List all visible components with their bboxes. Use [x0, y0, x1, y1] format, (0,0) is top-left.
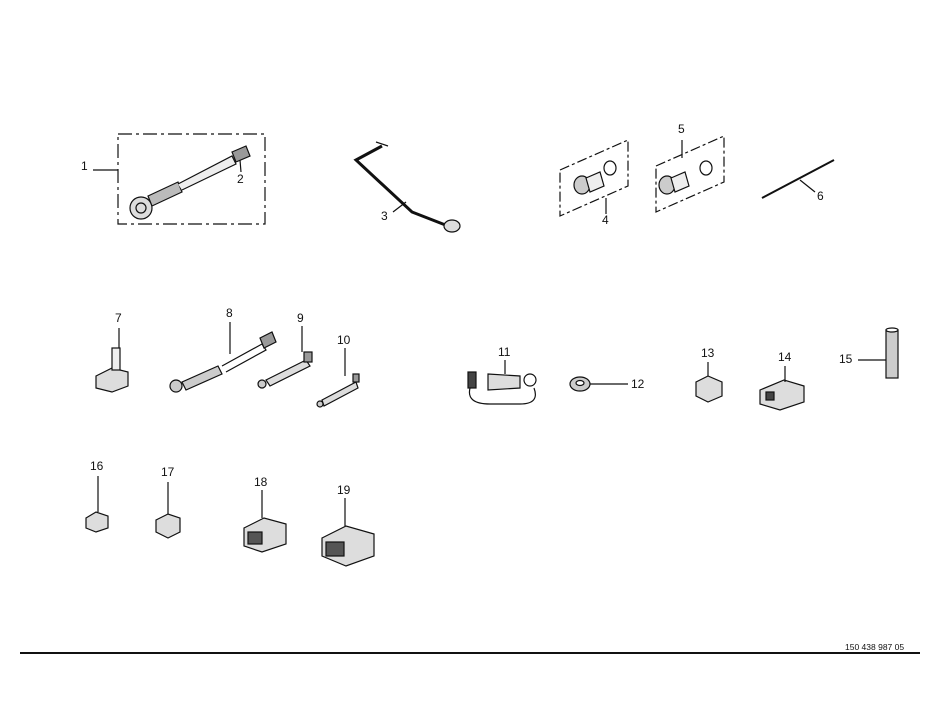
document-number: 150 438 987 05: [845, 642, 905, 652]
callout-14: 14: [778, 350, 792, 364]
part-13-plug: [695, 362, 723, 403]
callout-5: 5: [678, 122, 685, 136]
callout-17: 17: [161, 465, 175, 479]
callout-19: 19: [337, 483, 351, 497]
callout-6: 6: [817, 189, 824, 203]
part-9-cable: [257, 326, 313, 389]
part-16-clip: [85, 476, 109, 533]
part-14-plug: [759, 366, 805, 411]
part-4-bulkhead: [559, 139, 629, 217]
callout-18: 18: [254, 475, 268, 489]
callout-8: 8: [226, 306, 233, 320]
part-12-grommet: [569, 376, 628, 392]
part-11-sensor: [467, 360, 537, 405]
part-19-housing: [321, 498, 375, 567]
callout-13: 13: [701, 346, 715, 360]
part-18-housing: [243, 490, 287, 553]
part-1-cable-assembly: [93, 133, 266, 225]
callout-1: 1: [81, 159, 88, 173]
part-7-connector: [95, 328, 129, 393]
callout-3: 3: [381, 209, 388, 223]
callout-12: 12: [631, 377, 645, 391]
callout-15: 15: [839, 352, 853, 366]
part-8-cable: [169, 322, 277, 393]
callout-10: 10: [337, 333, 351, 347]
part-3-tube: [353, 141, 461, 233]
callout-16: 16: [90, 459, 104, 473]
part-5-bulkhead: [655, 135, 725, 213]
callout-7: 7: [115, 311, 122, 325]
callout-4: 4: [602, 213, 609, 227]
part-10-cable: [316, 348, 360, 408]
callout-9: 9: [297, 311, 304, 325]
callout-2: 2: [237, 172, 244, 186]
part-15-conduit: [858, 327, 899, 379]
part-17-clip: [155, 482, 181, 539]
callout-11: 11: [498, 345, 511, 359]
part-6-cable-tie: [761, 159, 835, 199]
